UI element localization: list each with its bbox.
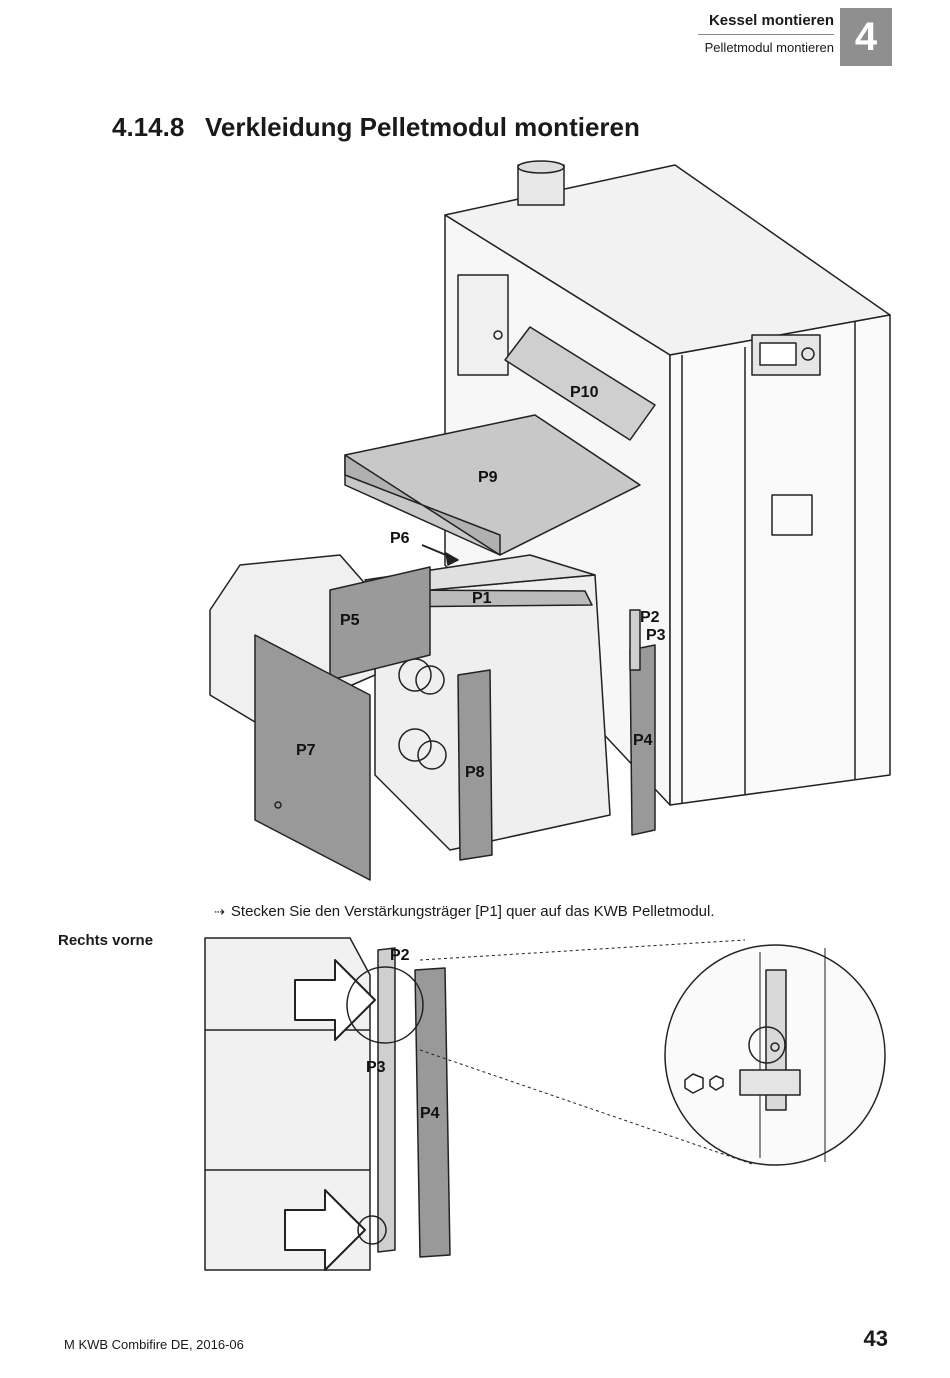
detail-label-p2: P2 — [390, 947, 410, 964]
header-rule — [698, 34, 834, 35]
label-p10: P10 — [570, 384, 599, 401]
hex-nut-icon — [684, 1073, 704, 1094]
boiler-front-face — [669, 314, 891, 806]
label-p3: P3 — [646, 627, 666, 644]
zoom-circle-bottom — [357, 1215, 387, 1245]
strip-p2-p3 — [629, 609, 641, 671]
section-title: Verkleidung Pelletmodul montieren — [205, 112, 640, 142]
detail-illustration: P2 P3 P4 — [204, 937, 886, 1271]
strip-p2-p3-detail — [377, 947, 396, 1253]
instruction-text: Stecken Sie den Verstärkungsträger [P1] … — [230, 903, 715, 920]
panel-p4 — [629, 644, 656, 836]
instruction-step: ⇢ Stecken Sie den Verstärkungsträger [P1]… — [214, 903, 715, 920]
label-p5: P5 — [340, 612, 360, 629]
label-p7: P7 — [296, 742, 316, 759]
label-p8: P8 — [465, 764, 485, 781]
main-assembly-illustration: P10 P9 P6 P1 P5 P2 P3 P4 P7 P8 — [209, 160, 891, 881]
detail-label-p4: P4 — [420, 1105, 440, 1122]
panel-p5 — [329, 566, 431, 681]
panel-p7 — [254, 634, 371, 881]
arrow-bottom-icon — [284, 1189, 366, 1271]
panel-p10 — [504, 326, 656, 441]
header-chapter: Kessel montieren — [708, 12, 834, 29]
section-number: 4.14.8 — [112, 112, 185, 142]
step-arrow-icon: ⇢ — [214, 904, 225, 919]
label-p2: P2 — [640, 609, 660, 626]
zoom-circle-small — [346, 966, 424, 1044]
header-section: Pelletmodul montieren — [704, 40, 834, 55]
panel-p9 — [344, 414, 641, 556]
label-p4: P4 — [633, 732, 653, 749]
detail-side-label: Rechts vorne — [58, 932, 154, 949]
label-p6: P6 — [390, 530, 410, 547]
chapter-number-badge: 4 — [840, 8, 892, 66]
panel-p8 — [457, 669, 493, 861]
detail-label-p3: P3 — [366, 1059, 386, 1076]
label-p1: P1 — [472, 590, 492, 607]
footer-document-id: M KWB Combifire DE, 2016-06 — [64, 1337, 244, 1352]
page-number: 43 — [863, 1326, 888, 1351]
panel-p4-detail — [414, 967, 451, 1258]
arrow-top-icon — [294, 959, 376, 1041]
label-p9: P9 — [478, 469, 498, 486]
